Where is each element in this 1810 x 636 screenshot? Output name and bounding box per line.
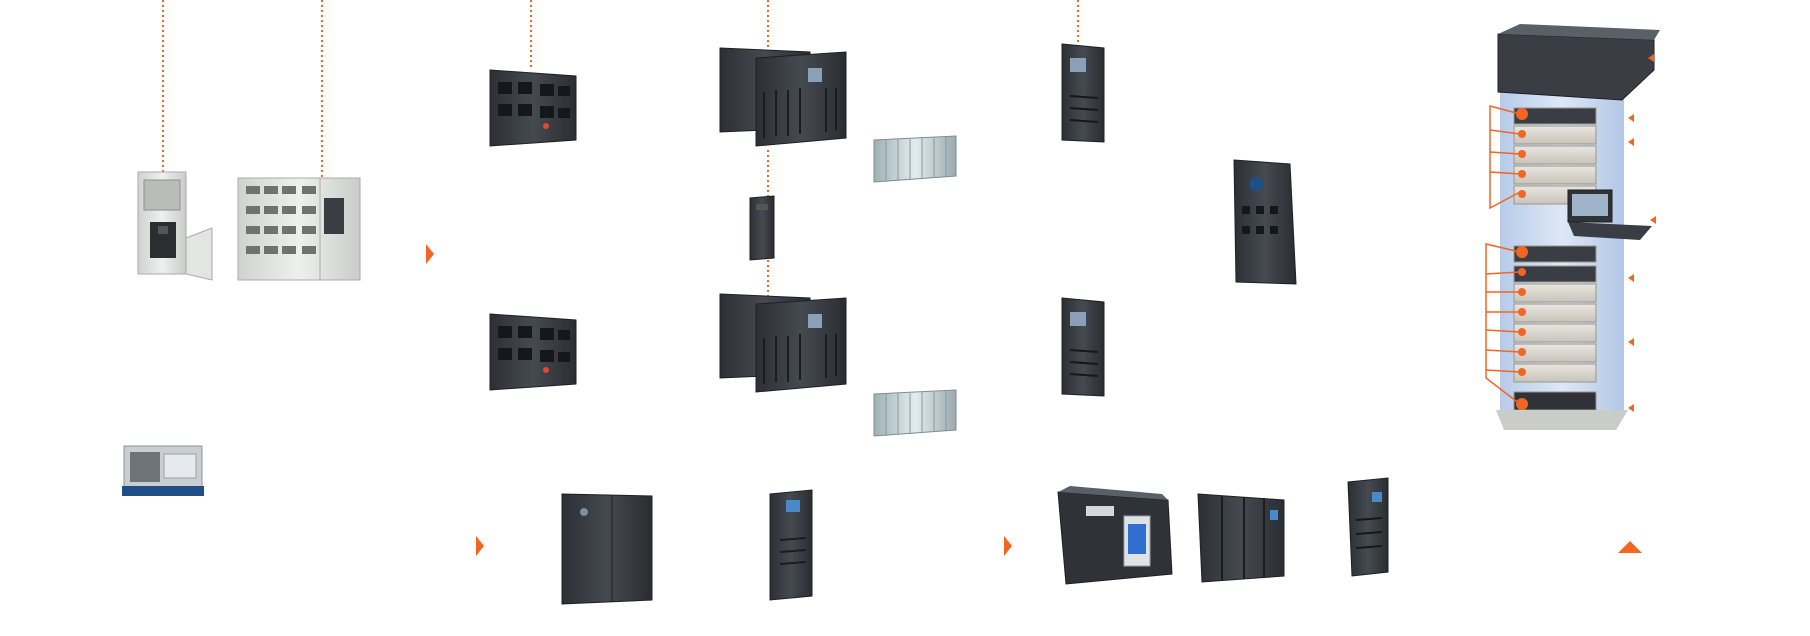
arrow-right-icon	[476, 536, 484, 556]
rack-cable-tree	[1485, 105, 1521, 405]
arrow-right-icon	[426, 244, 434, 264]
arrow-left-icon	[1628, 114, 1634, 122]
low-voltage-switchgear	[237, 177, 361, 281]
server-rack-cutaway	[1485, 24, 1660, 430]
rack-kvm-drawer	[1567, 189, 1652, 240]
battery-bank-lower	[873, 389, 957, 437]
modular-ups-cabinet	[1197, 493, 1285, 583]
pdu-cabinet-upper	[1061, 43, 1105, 143]
arrow-left-icon	[1648, 54, 1654, 62]
battery-bank-upper	[873, 135, 957, 183]
rack-connection-dots	[1516, 108, 1528, 410]
arrow-left-icon	[1628, 338, 1634, 346]
distribution-cabinet-b	[489, 313, 577, 391]
arrow-right-icon	[1004, 536, 1012, 556]
diesel-generator	[122, 445, 204, 496]
arrow-left-icon	[1628, 138, 1634, 146]
ups-pair-lower	[719, 293, 847, 393]
row-cooling-unit	[769, 489, 813, 601]
bypass-switch-panel	[749, 195, 775, 261]
transformer-cabinet	[137, 171, 213, 281]
rack-pointer-markers	[1628, 54, 1656, 412]
arrow-left-icon	[1628, 404, 1634, 412]
arrow-left-icon	[1650, 216, 1656, 224]
large-ups-cabinet	[1233, 159, 1297, 285]
arrow-left-icon	[1628, 274, 1634, 282]
ups-pair-upper	[719, 47, 847, 147]
rack-cabinet-small	[1347, 477, 1389, 577]
arrow-up-icon	[1618, 541, 1642, 553]
pdu-cabinet-lower	[1061, 297, 1105, 397]
precision-air-conditioner	[561, 493, 653, 605]
rack-servers-bottom	[1513, 245, 1597, 411]
distribution-cabinet-a	[489, 69, 577, 147]
rack-servers-top	[1513, 107, 1597, 205]
modular-data-center	[1057, 486, 1173, 585]
